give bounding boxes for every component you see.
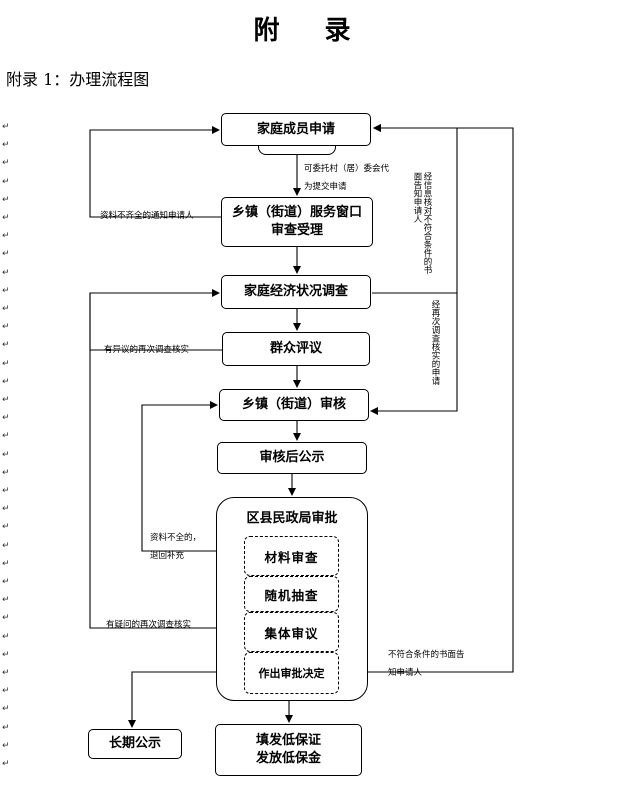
paragraph-mark: ↵ — [2, 140, 10, 151]
paragraph-mark: ↵ — [2, 558, 10, 569]
page-subtitle: 附录 1：办理流程图 — [6, 70, 150, 89]
note-vertical-right: 经再次调查核实的申请 — [430, 300, 440, 385]
paragraph-mark: ↵ — [2, 704, 10, 715]
loop-resurvey-to-town — [370, 293, 458, 415]
paragraph-mark: ↵ — [2, 522, 10, 533]
paragraph-mark: ↵ — [2, 540, 10, 551]
loop-objection-resurvey — [89, 292, 222, 351]
note-entrust-1: 可委托村（居）委会代 — [304, 164, 390, 174]
post-audit-notice-label: 审核后公示 — [259, 450, 325, 465]
paragraph-mark: ↵ — [2, 249, 10, 260]
note-not-qualified-2: 知申请人 — [388, 668, 423, 678]
paragraph-mark: ↵ — [2, 577, 10, 587]
paragraph-mark: ↵ — [2, 395, 10, 405]
paragraph-mark: ↵ — [2, 285, 10, 296]
paragraph-mark: ↵ — [2, 267, 10, 278]
district-bureau-label: 区县民政局审批 — [246, 511, 338, 526]
loop-incomplete-return — [141, 401, 244, 552]
paragraph-mark: ↵ — [2, 631, 10, 642]
decision-box: 作出审批决定 — [244, 652, 339, 694]
family-apply-box: 家庭成员申请 — [221, 113, 371, 146]
issue-box: 填发低保证 发放低保金 — [215, 724, 362, 776]
window-label-1: 乡镇（街道）服务窗口 — [231, 205, 362, 220]
page-title: 附 录 — [253, 16, 369, 46]
paragraph-mark: ↵ — [2, 504, 10, 515]
paragraph-mark: ↵ — [2, 449, 10, 460]
arrow-decision-to-long-notice — [128, 671, 244, 728]
paragraph-mark: ↵ — [2, 686, 10, 697]
issue-label-2: 发放低保金 — [255, 751, 321, 766]
group-review-label: 集体审议 — [264, 625, 319, 641]
paragraph-mark: ↵ — [2, 649, 10, 660]
material-review-label: 材料审查 — [264, 549, 319, 565]
long-notice-box: 长期公示 — [88, 729, 182, 759]
paragraph-mark: ↵ — [2, 231, 10, 242]
note-not-qualified-1: 不符合条件的书面告 — [388, 650, 465, 660]
loop-decision-notify — [340, 124, 514, 673]
town-audit-box: 乡镇（街道）审核 — [219, 389, 369, 421]
paragraph-mark: ↵ — [2, 122, 10, 132]
post-audit-notice-box: 审核后公示 — [217, 442, 367, 474]
paragraph-mark: ↵ — [2, 158, 10, 169]
paragraph-mark: ↵ — [2, 668, 10, 678]
note-objection-resurvey: 有异议的再次调查核实 — [104, 345, 190, 355]
material-review-box: 材料审查 — [244, 536, 339, 576]
random-check-label: 随机抽查 — [264, 587, 319, 603]
paragraph-mark: ↵ — [2, 431, 10, 442]
paragraph-mark: ↵ — [2, 176, 10, 187]
town-audit-label: 乡镇（街道）审核 — [241, 397, 346, 412]
paragraph-mark: ↵ — [2, 413, 10, 424]
paragraph-mark: ↵ — [2, 213, 10, 223]
group-review-box: 集体审议 — [244, 612, 339, 652]
issue-label-1: 填发低保证 — [255, 733, 321, 748]
random-check-box: 随机抽查 — [244, 576, 339, 612]
economic-survey-box: 家庭经济状况调查 — [221, 275, 371, 309]
public-review-label: 群众评议 — [269, 341, 322, 356]
note-incomplete-return-2: 退回补充 — [150, 551, 185, 561]
paragraph-mark: ↵ — [2, 740, 10, 751]
paragraph-mark: ↵ — [2, 595, 10, 606]
note-incomplete-notify: 资料不齐全的通知申请人 — [100, 211, 194, 221]
note-doubt-resurvey: 有疑问的再次调查核实 — [106, 620, 192, 630]
note-entrust-2: 为提交申请 — [304, 182, 347, 192]
note-incomplete-return-1: 资料不全的， — [150, 533, 202, 543]
paragraph-mark: ↵ — [2, 722, 10, 733]
paragraph-mark: ↵ — [2, 358, 10, 369]
loop-doubt-resurvey — [89, 289, 244, 629]
loop-incomplete-notify — [89, 126, 222, 218]
public-review-box: 群众评议 — [222, 332, 370, 366]
paragraph-mark: ↵ — [2, 759, 10, 769]
long-notice-label: 长期公示 — [108, 736, 161, 751]
paragraph-mark: ↵ — [2, 467, 10, 478]
family-apply-tab — [258, 146, 336, 155]
paragraph-mark: ↵ — [2, 340, 10, 351]
window-label-2: 审查受理 — [270, 223, 323, 238]
service-window-box: 乡镇（街道）服务窗口 审查受理 — [221, 197, 373, 247]
paragraph-mark: ↵ — [2, 613, 10, 624]
paragraph-mark: ↵ — [2, 322, 10, 333]
paragraph-mark: ↵ — [2, 194, 10, 205]
family-apply-label: 家庭成员申请 — [256, 121, 335, 137]
economic-survey-label: 家庭经济状况调查 — [243, 284, 348, 299]
paragraph-mark: ↵ — [2, 486, 10, 496]
decision-label: 作出审批决定 — [258, 667, 325, 680]
paragraph-mark: ↵ — [2, 304, 10, 314]
paragraph-mark: ↵ — [2, 376, 10, 387]
note-vertical-left: 经信息核对不符合条件的书面告知申请人 — [412, 172, 432, 274]
